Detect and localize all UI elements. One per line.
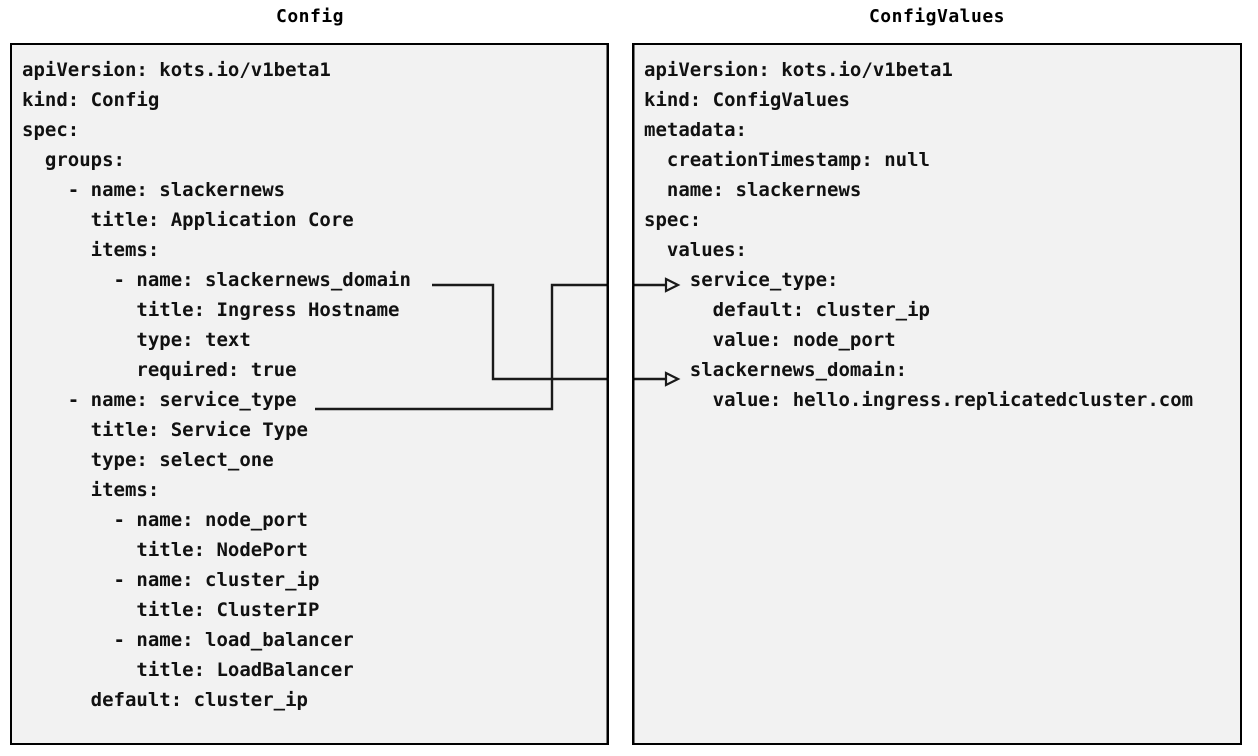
configvalues-yaml-line: value: node_port (644, 329, 896, 351)
config-yaml-line: items: (22, 239, 160, 261)
config-panel: apiVersion: kots.io/v1beta1 kind: Config s… (10, 43, 609, 745)
config-yaml-line: title: NodePort (22, 539, 308, 561)
config-yaml-line: default: cluster_ip (22, 689, 308, 711)
configvalues-panel: apiVersion: kots.io/v1beta1 kind: ConfigV… (632, 43, 1242, 745)
config-yaml-line: type: select_one (22, 449, 274, 471)
config-yaml-line: - name: slackernews_domain (22, 269, 411, 291)
config-yaml-line: - name: load_balancer (22, 629, 354, 651)
config-yaml-line: - name: slackernews (22, 179, 286, 201)
config-yaml-line: groups: (22, 149, 125, 171)
configvalues-yaml-line: default: cluster_ip (644, 299, 930, 321)
config-yaml-block: apiVersion: kots.io/v1beta1 kind: Config s… (12, 45, 607, 715)
config-yaml-line: title: Service Type (22, 419, 308, 441)
config-yaml-line: - name: service_type (22, 389, 297, 411)
configvalues-yaml-block: apiVersion: kots.io/v1beta1 kind: ConfigV… (634, 45, 1240, 415)
config-yaml-line: kind: Config (22, 89, 160, 111)
config-yaml-line: title: LoadBalancer (22, 659, 354, 681)
panel-gutter (609, 43, 632, 745)
config-panel-title: Config (275, 6, 345, 27)
config-yaml-line: title: ClusterIP (22, 599, 320, 621)
config-yaml-line: apiVersion: kots.io/v1beta1 (22, 59, 331, 81)
configvalues-yaml-line: creationTimestamp: null (644, 149, 930, 171)
config-yaml-line: items: (22, 479, 160, 501)
configvalues-yaml-line: metadata: (644, 119, 747, 141)
configvalues-yaml-line: value: hello.ingress.replicatedcluster.c… (644, 389, 1194, 411)
configvalues-yaml-line: slackernews_domain: (644, 359, 908, 381)
configvalues-yaml-line: name: slackernews (644, 179, 862, 201)
config-yaml-line: title: Application Core (22, 209, 354, 231)
config-yaml-line: - name: node_port (22, 509, 308, 531)
configvalues-yaml-line: service_type: (644, 269, 839, 291)
configvalues-yaml-line: apiVersion: kots.io/v1beta1 (644, 59, 953, 81)
config-yaml-line: type: text (22, 329, 251, 351)
config-yaml-line: spec: (22, 119, 80, 141)
config-yaml-line: title: Ingress Hostname (22, 299, 400, 321)
configvalues-panel-title: ConfigValues (868, 6, 1006, 27)
configvalues-yaml-line: spec: (644, 209, 702, 231)
configvalues-yaml-line: values: (644, 239, 747, 261)
config-yaml-line: required: true (22, 359, 297, 381)
config-yaml-line: - name: cluster_ip (22, 569, 320, 591)
configvalues-yaml-line: kind: ConfigValues (644, 89, 850, 111)
